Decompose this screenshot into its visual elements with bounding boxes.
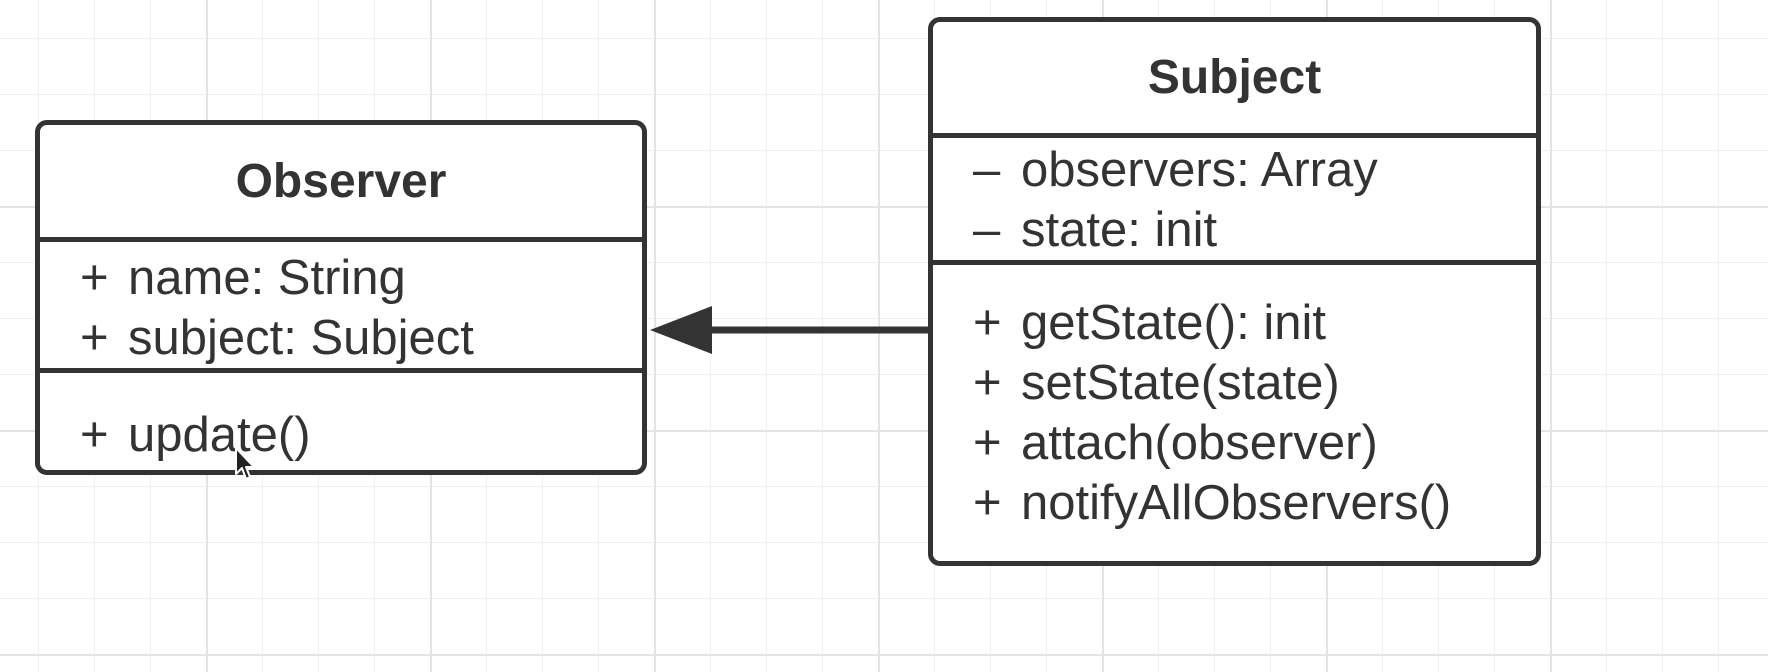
arrowhead-triangle-icon (650, 306, 712, 354)
operation-text: update() (128, 408, 311, 462)
visibility-marker: + (80, 311, 109, 365)
arrow-cursor-icon (235, 447, 255, 480)
visibility-marker: + (973, 476, 1002, 530)
observer-attribute-row: + subject: Subject (80, 308, 642, 368)
subject-operation-row: + getState(): init (973, 293, 1536, 353)
attribute-text: name: String (128, 251, 406, 305)
subject-class[interactable]: Subject – observers: Array – state: init… (928, 17, 1541, 566)
subject-class-name: Subject (933, 22, 1536, 138)
visibility-marker: + (80, 408, 109, 462)
visibility-marker: + (973, 356, 1002, 410)
subject-operation-row: + setState(state) (973, 353, 1536, 413)
operation-text: attach(observer) (1021, 416, 1378, 470)
attribute-text: subject: Subject (128, 311, 474, 365)
observer-class[interactable]: Observer + name: String + subject: Subje… (35, 120, 647, 475)
subject-operations: + getState(): init + setState(state) + a… (933, 265, 1536, 533)
visibility-marker: + (973, 296, 1002, 350)
subject-operation-row: + attach(observer) (973, 413, 1536, 473)
subject-attribute-row: – observers: Array (973, 140, 1536, 200)
attribute-text: state: init (1021, 203, 1218, 257)
visibility-marker: – (973, 143, 1001, 197)
subject-operation-row: + notifyAllObservers() (973, 473, 1536, 533)
visibility-marker: – (973, 203, 1001, 257)
subject-attributes: – observers: Array – state: init (933, 138, 1536, 265)
visibility-marker: + (80, 251, 109, 305)
observer-operation-row: + update() (80, 405, 642, 465)
observer-attribute-row: + name: String (80, 248, 642, 308)
visibility-marker: + (973, 416, 1002, 470)
subject-attribute-row: – state: init (973, 200, 1536, 260)
observer-operations: + update() (40, 373, 642, 465)
operation-text: setState(state) (1021, 356, 1340, 410)
observer-attributes: + name: String + subject: Subject (40, 242, 642, 373)
operation-text: notifyAllObservers() (1021, 476, 1452, 530)
operation-text: getState(): init (1021, 296, 1327, 350)
attribute-text: observers: Array (1021, 143, 1378, 197)
observer-class-name: Observer (40, 125, 642, 242)
